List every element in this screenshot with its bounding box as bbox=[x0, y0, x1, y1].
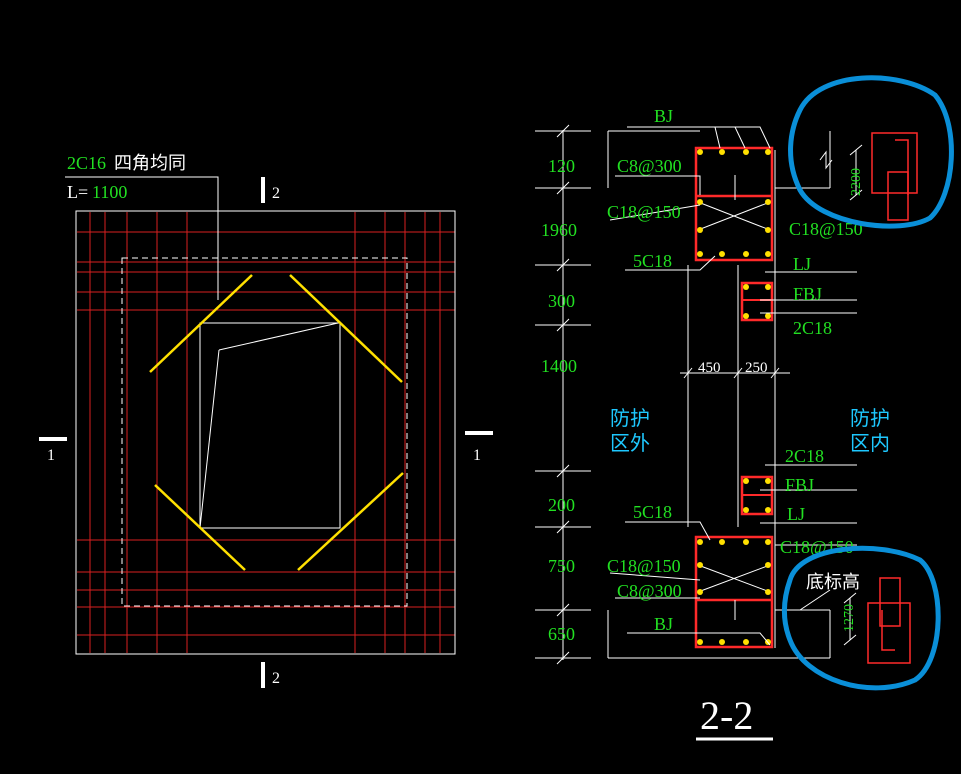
dim-750: 750 bbox=[548, 556, 575, 576]
zone-outside-1: 防护 bbox=[610, 407, 650, 430]
label-lj-top: LJ bbox=[793, 254, 811, 274]
dim-200: 200 bbox=[548, 495, 575, 515]
zone-outside-2: 区外 bbox=[610, 432, 650, 455]
section-mark-right-label: 1 bbox=[473, 447, 481, 464]
top-beam bbox=[694, 146, 774, 262]
label-2c18-bottom: 2C18 bbox=[785, 446, 824, 466]
opening-skew-line bbox=[218, 322, 339, 351]
label-5c18-bottom: 5C18 bbox=[633, 502, 672, 522]
label-leaders bbox=[609, 126, 857, 646]
dim-300: 300 bbox=[548, 291, 575, 311]
zone-inside-1: 防护 bbox=[850, 407, 890, 430]
section-mark-top-label: 2 bbox=[272, 185, 280, 202]
dim-1400: 1400 bbox=[541, 356, 577, 376]
label-2c18-top: 2C18 bbox=[793, 318, 832, 338]
label-bottom-elev: 底标高 bbox=[806, 572, 860, 592]
opening-skew-line-2 bbox=[199, 349, 220, 529]
section-view: 120 1960 300 1400 200 750 650 450 bbox=[535, 75, 954, 741]
dim-450: 450 bbox=[698, 360, 721, 376]
dim-120: 120 bbox=[548, 156, 575, 176]
label-c18-right-top: C18@150 bbox=[789, 219, 863, 239]
label-5c18-top: 5C18 bbox=[633, 251, 672, 271]
length-prefix: L= bbox=[67, 182, 88, 202]
bottom-small-beam bbox=[740, 475, 774, 516]
label-c8-top: C8@300 bbox=[617, 156, 682, 176]
note-leader bbox=[65, 176, 219, 300]
bottom-beam bbox=[694, 535, 774, 649]
middle-dimension bbox=[680, 367, 790, 379]
label-c8-bottom: C8@300 bbox=[617, 581, 682, 601]
label-c18-left-bottom: C18@150 bbox=[607, 556, 681, 576]
section-mark-top-bar bbox=[261, 177, 265, 203]
label-lj-bottom: LJ bbox=[787, 504, 805, 524]
label-fbj-top: FBJ bbox=[793, 284, 822, 304]
section-mark-bottom-bar bbox=[261, 662, 265, 688]
dim-650: 650 bbox=[548, 624, 575, 644]
plan-outer-boundary bbox=[75, 210, 456, 655]
section-mark-right-bar bbox=[465, 431, 493, 435]
section-title: 2-2 bbox=[700, 693, 753, 738]
opening-outline bbox=[199, 322, 341, 529]
dim-1270: 1270 bbox=[842, 604, 857, 632]
section-mark-bottom-label: 2 bbox=[272, 670, 280, 687]
label-c18-left-top: C18@150 bbox=[607, 202, 681, 222]
plan-view: 2C16 四角均同 L= 1100 2 2 1 1 bbox=[39, 153, 493, 688]
top-small-beam bbox=[740, 281, 774, 322]
left-dimension-chain bbox=[535, 124, 591, 665]
plan-dashed-boundary bbox=[121, 257, 408, 607]
section-mark-left-label: 1 bbox=[47, 447, 55, 464]
dim-2200: 2200 bbox=[849, 168, 864, 196]
length-value: 1100 bbox=[92, 182, 127, 202]
dim-250: 250 bbox=[745, 360, 768, 376]
corner-diagonal-bars bbox=[149, 274, 404, 571]
wall-lines bbox=[607, 130, 831, 659]
label-bj-bottom: BJ bbox=[654, 614, 673, 634]
zone-inside-2: 区内 bbox=[850, 432, 890, 455]
note-bars-label: 2C16 bbox=[67, 153, 106, 173]
label-bj-top: BJ bbox=[654, 106, 673, 126]
rebar-grid bbox=[77, 212, 455, 653]
dim-1960: 1960 bbox=[541, 220, 577, 240]
note-bars-suffix: 四角均同 bbox=[114, 153, 186, 173]
detail-bottom-right: 1270 底标高 bbox=[781, 545, 941, 691]
detail-top-right: 2200 bbox=[788, 75, 954, 229]
label-fbj-bottom: FBJ bbox=[785, 475, 814, 495]
section-mark-left-bar bbox=[39, 437, 67, 441]
